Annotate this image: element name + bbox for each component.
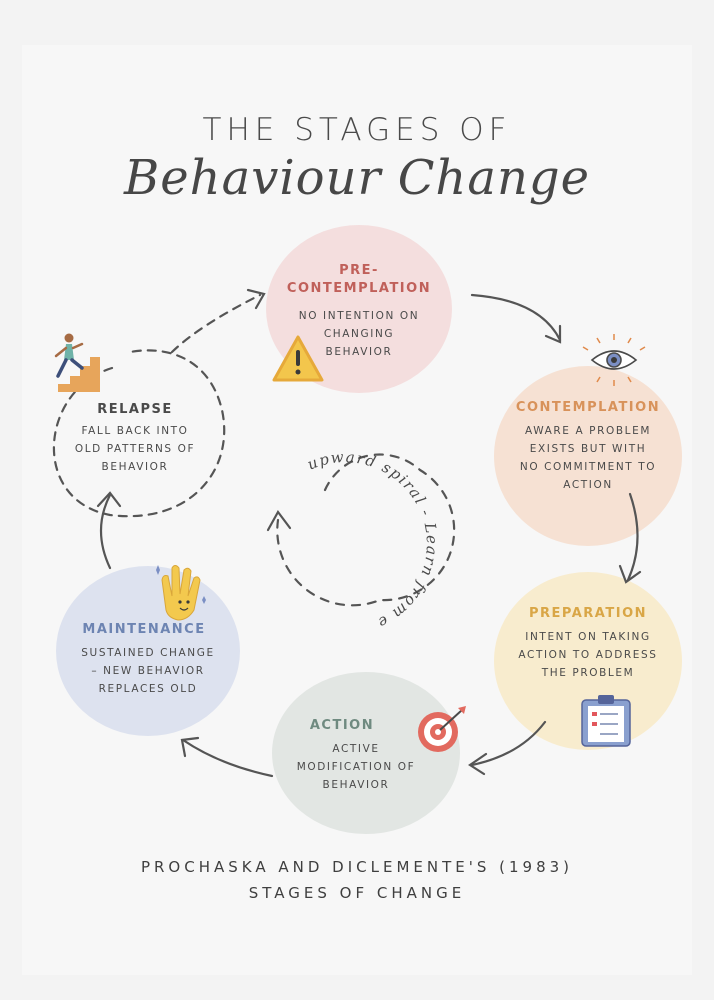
stage-desc-line: ACTION	[563, 479, 613, 491]
eye-icon	[582, 334, 646, 386]
citation-footer: PROCHASKA AND DICLEMENTE'S (1983) STAGES…	[0, 854, 714, 906]
stage-title: CONTEMPLATION	[515, 400, 661, 415]
arrow-head	[246, 288, 266, 310]
stage-desc-line: ACTION TO ADDRESS	[518, 649, 658, 661]
target-icon	[418, 706, 466, 752]
relapse-desc-line: BEHAVIOR	[101, 461, 169, 473]
stage-title: ACTION	[309, 718, 375, 733]
arrow-maintenance-to-relapse	[100, 493, 112, 570]
stage-desc-line: BEHAVIOR	[322, 779, 390, 791]
relapse-dashed-to-precontemplation	[170, 293, 262, 354]
citation-line2: STAGES OF CHANGE	[248, 884, 466, 902]
page-title-top: THE STAGES OF	[202, 112, 512, 148]
arrow-head	[544, 324, 562, 344]
arrow-precontemplation-to-contemplation	[470, 293, 562, 342]
arrow-contemplation-to-preparation	[626, 492, 639, 582]
stage-title: PREPARATION	[528, 606, 647, 621]
arrow-head	[266, 509, 292, 532]
stage-desc-line: ACTIVE	[332, 743, 380, 755]
arrow-head	[468, 752, 488, 776]
stage-desc-line: NO INTENTION ON	[298, 310, 420, 322]
relapse-title: RELAPSE	[97, 402, 173, 417]
warning-icon	[272, 335, 324, 382]
stage-desc-line: THE PROBLEM	[541, 667, 635, 679]
stage-desc-line: NO COMMITMENT TO	[519, 461, 657, 473]
clipboard-icon	[581, 695, 631, 747]
stage-title-line2: CONTEMPLATION	[286, 281, 432, 296]
arrow-head	[96, 491, 122, 508]
arrow-preparation-to-action	[470, 720, 547, 767]
stage-maintenance: MAINTENANCE SUSTAINED CHANGE – NEW BEHAV…	[56, 566, 240, 736]
stage-contemplation: CONTEMPLATION AWARE A PROBLEM EXISTS BUT…	[494, 366, 682, 546]
stage-desc-line: SUSTAINED CHANGE	[81, 647, 215, 659]
stage-desc-line: BEHAVIOR	[325, 346, 393, 358]
stage-desc-line: CHANGING	[323, 328, 395, 340]
climbing-stairs-icon	[54, 333, 100, 392]
spiral-dashed-arc	[276, 453, 456, 607]
stage-desc-line: INTENT ON TAKING	[525, 631, 651, 643]
arrow-head	[618, 564, 642, 584]
page-title-main: Behaviour Change	[124, 150, 590, 206]
stage-desc-line: MODIFICATION OF	[296, 761, 416, 773]
arrow-head	[180, 736, 200, 758]
relapse-dashed-loop	[52, 349, 226, 518]
stage-title-line1: PRE-	[339, 263, 379, 278]
hand-icon	[156, 565, 206, 621]
stage-desc-line: REPLACES OLD	[98, 683, 198, 695]
citation-line1: PROCHASKA AND DICLEMENTE'S (1983)	[140, 858, 574, 876]
stage-action: ACTION ACTIVE MODIFICATION OF BEHAVIOR	[272, 672, 460, 834]
relapse-desc-line: OLD PATTERNS OF	[74, 443, 196, 455]
arrow-action-to-maintenance	[181, 738, 274, 778]
relapse-desc-line: FALL BACK INTO	[81, 425, 189, 437]
stage-title: MAINTENANCE	[82, 622, 206, 637]
stage-desc-line: AWARE A PROBLEM	[524, 425, 652, 437]
stage-desc-line: – NEW BEHAVIOR	[91, 665, 205, 677]
stage-desc-line: EXISTS BUT WITH	[529, 443, 647, 455]
